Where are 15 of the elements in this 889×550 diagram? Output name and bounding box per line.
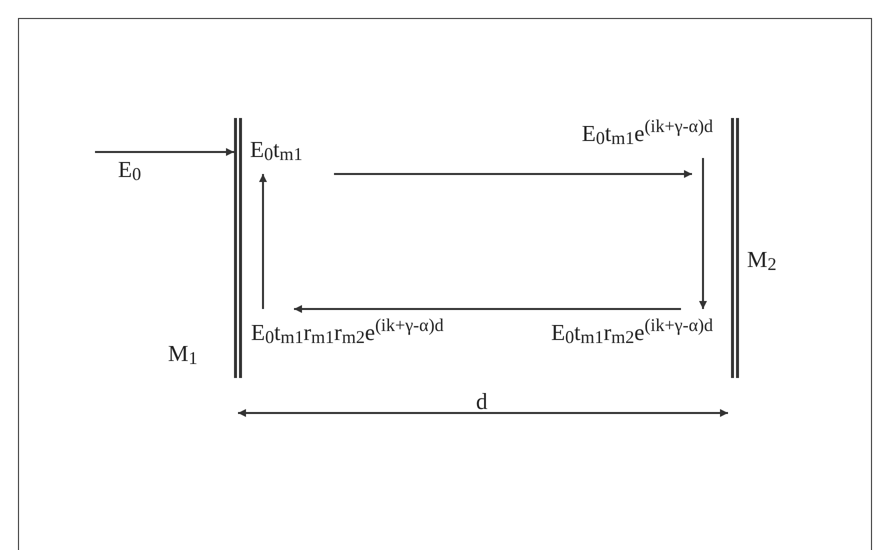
mirror: [731, 118, 739, 378]
mirror-label: M$_{1}$: [168, 342, 198, 365]
field-expression: E$_{0}$t$_{m1}$: [250, 130, 334, 176]
arrow: [259, 174, 267, 309]
mirror: [234, 118, 242, 378]
arrow: [334, 170, 692, 178]
field-expression: E$_{0}$t$_{m1}$r$_{m1}$r$_{m2}$e$^{(ik+γ-α)d}$: [251, 309, 477, 351]
edge-label: E$_{0}$: [118, 158, 142, 181]
mirror-label: M$_{2}$: [747, 248, 776, 271]
arrow: [294, 305, 681, 313]
arrow: [699, 158, 707, 309]
field-expression: E$_{0}$t$_{m1}$r$_{m2}$e$^{(ik+γ-α)d}$: [519, 309, 713, 351]
field-expression: E$_{0}$t$_{m1}$e$^{(ik+γ-α)d}$: [545, 118, 713, 160]
dimension-label: d: [476, 390, 488, 413]
arrow: [95, 148, 234, 156]
